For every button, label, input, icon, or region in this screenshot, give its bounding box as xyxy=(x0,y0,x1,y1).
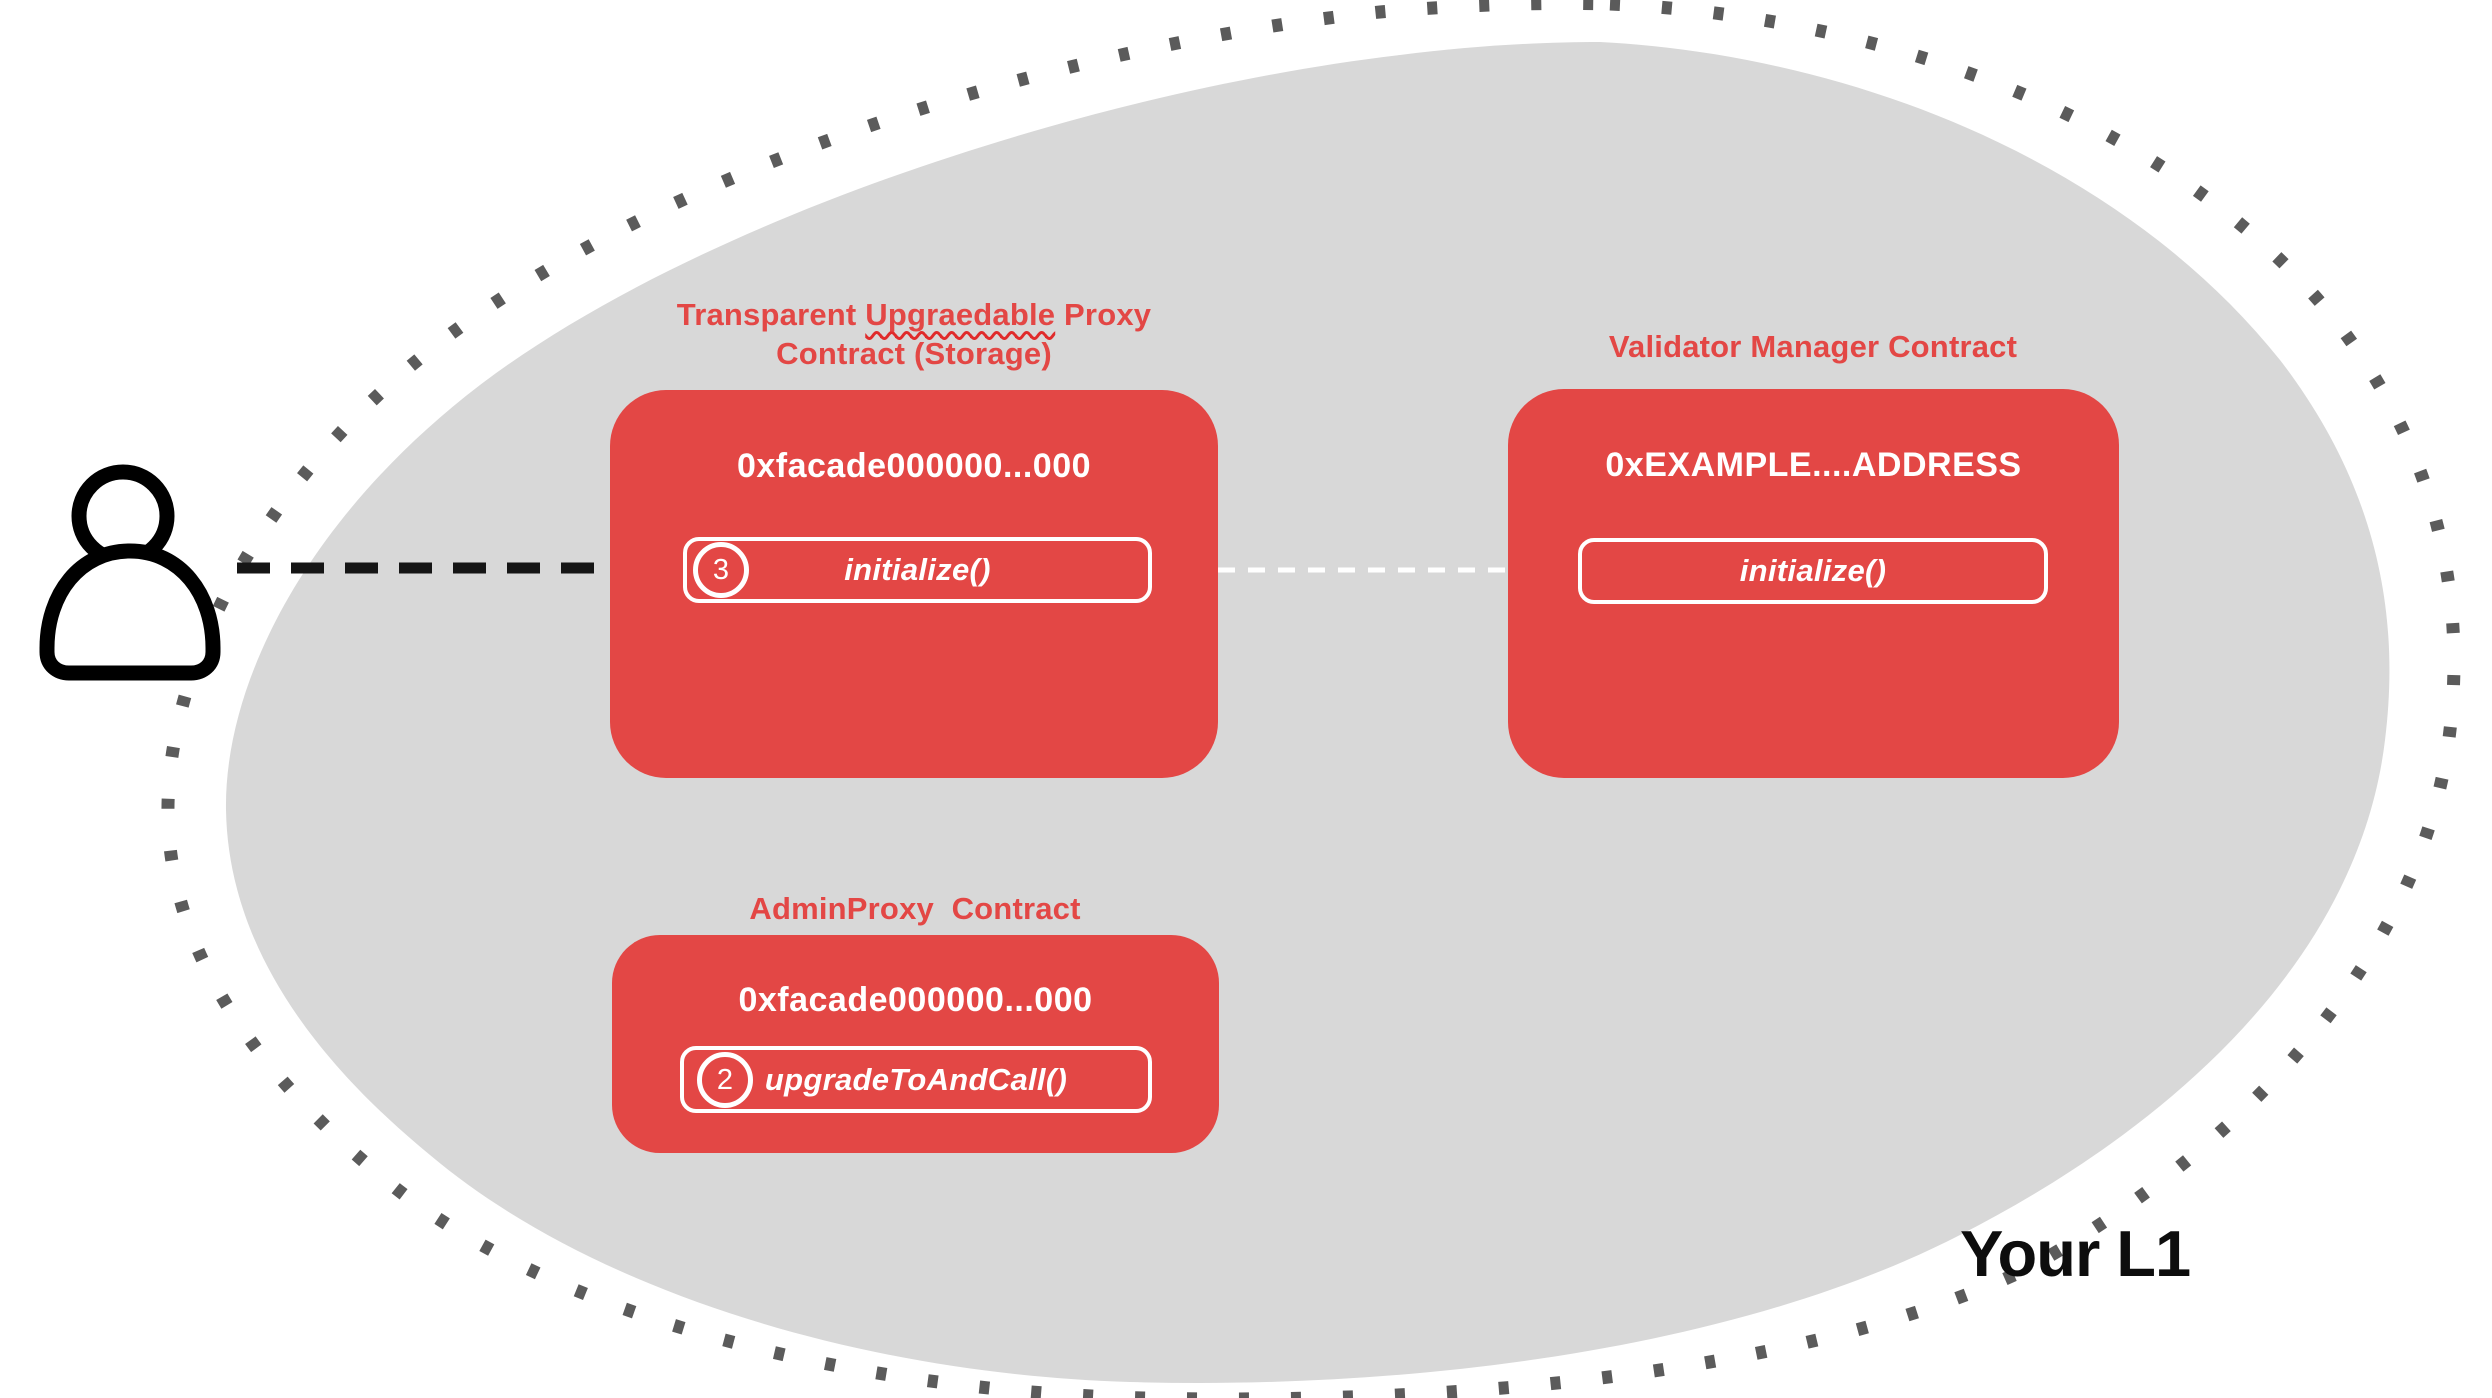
admin-card-title: AdminProxy Contract xyxy=(749,891,1081,926)
validator-contract-address: 0xEXAMPLE....ADDRESS xyxy=(1605,446,2022,484)
proxy-card-title: Transparent Upgraedable Proxy Contract (… xyxy=(564,295,1264,373)
validator-contract-card: 0xEXAMPLE....ADDRESS initialize() xyxy=(1508,389,2119,778)
proxy-initialize-label: initialize() xyxy=(844,552,991,587)
proxy-title-pre: Transparent xyxy=(676,297,866,332)
validator-initialize-label: initialize() xyxy=(1739,553,1887,588)
validator-card-title: Validator Manager Contract xyxy=(1608,329,2018,364)
your-l1-label: Your L1 xyxy=(1960,1217,2191,1290)
admin-contract-address: 0xfacade000000...000 xyxy=(738,981,1093,1019)
proxy-title-post: Proxy xyxy=(1055,297,1152,332)
validator-initialize-button: initialize() xyxy=(1578,538,2048,604)
proxy-title-line2: Contract (Storage) xyxy=(776,336,1052,371)
user-icon xyxy=(39,464,221,681)
proxy-title-misspelled-word: Upgraedable xyxy=(865,297,1056,332)
admin-upgrade-label: upgradeToAndCall() xyxy=(764,1061,1068,1097)
admin-contract-card: 0xfacade000000...000 2 upgradeToAndCall(… xyxy=(612,935,1219,1153)
proxy-contract-card: 0xfacade000000...000 3 initialize() xyxy=(610,390,1218,778)
proxy-contract-address: 0xfacade000000...000 xyxy=(736,447,1092,485)
step-2-badge: 2 xyxy=(697,1052,753,1108)
admin-upgrade-button: 2 upgradeToAndCall() xyxy=(680,1046,1152,1113)
l1-blob-dotted-border xyxy=(161,0,2461,1398)
step-3-badge: 3 xyxy=(693,542,749,598)
proxy-initialize-button: 3 initialize() xyxy=(683,537,1152,603)
